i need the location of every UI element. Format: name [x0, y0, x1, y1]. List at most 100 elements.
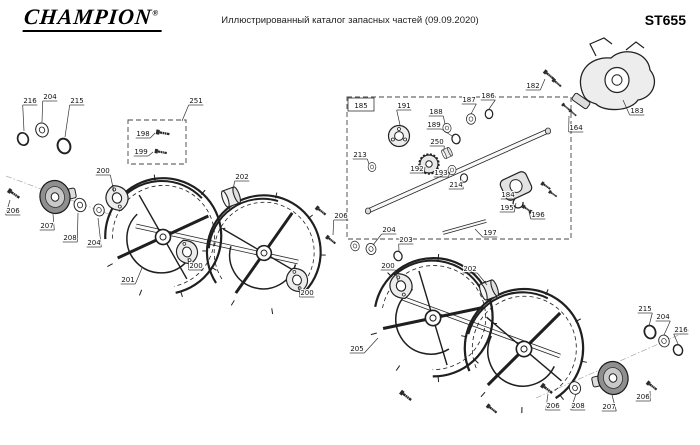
svg-text:182: 182 — [526, 82, 539, 90]
bolt-box-extra-b — [547, 188, 559, 199]
part-label-206: 206 — [5, 199, 21, 216]
part-label-207: 207 — [39, 213, 55, 231]
part-label-201: 201 — [120, 267, 143, 285]
washer-204-left — [33, 120, 51, 140]
part-label-186: 186 — [480, 91, 496, 110]
svg-text:206: 206 — [334, 212, 348, 220]
part-label-182: 182 — [525, 78, 546, 91]
part-label-208: 208 — [62, 212, 79, 243]
part-label-183: 183 — [622, 99, 645, 116]
svg-text:202: 202 — [235, 173, 248, 181]
catalog-title: Иллюстрированный каталог запасных частей… — [221, 15, 479, 26]
svg-text:205: 205 — [350, 345, 363, 353]
ring-216-left — [15, 130, 31, 148]
gearbox-183 — [571, 37, 655, 111]
svg-text:207: 207 — [40, 222, 53, 230]
svg-text:207: 207 — [602, 403, 615, 411]
auger-assembly-2 — [189, 178, 340, 331]
part-label-196: 196 — [528, 210, 546, 220]
part-label-251: 251 — [181, 96, 204, 122]
svg-text:187: 187 — [462, 96, 475, 104]
svg-text:164: 164 — [569, 124, 583, 132]
svg-text:193: 193 — [434, 169, 447, 177]
washer-204-right — [656, 333, 672, 349]
svg-text:184: 184 — [501, 191, 515, 199]
hub-208-right — [567, 379, 583, 397]
part-label-205: 205 — [349, 337, 379, 354]
svg-text:185: 185 — [354, 102, 367, 110]
part-label-204: 204 — [41, 92, 58, 123]
washer-188 — [441, 122, 453, 134]
svg-text:199: 199 — [134, 148, 147, 156]
bolt-182-a — [541, 68, 556, 82]
ring-203-mid — [392, 249, 404, 263]
auger-axle-right — [401, 295, 561, 359]
part-label-187: 187 — [461, 95, 477, 115]
part-label-202: 202 — [462, 264, 488, 286]
auger-assembly-4 — [454, 279, 595, 422]
svg-text:216: 216 — [674, 326, 688, 334]
svg-text:186: 186 — [481, 92, 495, 100]
svg-text:197: 197 — [483, 229, 496, 237]
svg-text:200: 200 — [189, 262, 202, 270]
part-label-200: 200 — [187, 257, 204, 271]
svg-text:201: 201 — [121, 276, 134, 284]
part-label-164: 164 — [568, 115, 584, 133]
svg-text:200: 200 — [96, 167, 109, 175]
part-label-206: 206 — [332, 211, 349, 236]
svg-text:202: 202 — [463, 265, 476, 273]
part-label-206: 206 — [545, 393, 561, 411]
part-label-204: 204 — [655, 312, 671, 336]
auger-shaft — [364, 127, 552, 215]
part-label-213: 213 — [352, 150, 370, 165]
svg-text:204: 204 — [43, 93, 57, 101]
svg-text:189: 189 — [427, 121, 440, 129]
svg-text:250: 250 — [430, 138, 443, 146]
svg-text:203: 203 — [399, 236, 412, 244]
sleeve-250 — [440, 146, 454, 160]
part-label-188: 188 — [428, 107, 446, 125]
washer-mid-1 — [349, 239, 361, 253]
part-label-216: 216 — [673, 325, 689, 345]
svg-text:208: 208 — [571, 402, 584, 410]
part-label-207: 207 — [601, 394, 617, 412]
part-label-184: 184 — [500, 189, 516, 200]
part-label-215: 215 — [64, 96, 85, 138]
hardware-251-box — [127, 119, 187, 165]
part-label-203: 203 — [398, 235, 414, 253]
part-label-250: 250 — [429, 137, 445, 151]
bolt-206-mid — [324, 233, 338, 247]
washer-187 — [466, 113, 476, 125]
page-header: CHAMPION® Иллюстрированный каталог запас… — [0, 0, 700, 36]
part-label-191: 191 — [396, 101, 412, 126]
svg-text:196: 196 — [531, 211, 545, 219]
svg-text:183: 183 — [630, 107, 643, 115]
svg-text:208: 208 — [63, 234, 76, 242]
part-label-197: 197 — [474, 228, 498, 238]
svg-text:200: 200 — [300, 289, 313, 297]
part-label-216: 216 — [22, 96, 38, 132]
part-label-215: 215 — [637, 304, 653, 327]
assembly-185-tag — [347, 97, 375, 112]
bolt-199 — [153, 147, 169, 157]
svg-text:188: 188 — [429, 108, 442, 116]
svg-text:215: 215 — [70, 97, 83, 105]
svg-text:204: 204 — [656, 313, 670, 321]
assembly-185-box — [346, 96, 572, 240]
part-label-198: 198 — [135, 129, 156, 139]
part-label-206: 206 — [635, 390, 651, 402]
svg-text:251: 251 — [189, 97, 202, 105]
washer-193 — [447, 165, 457, 175]
ring-215-left — [54, 135, 74, 157]
bolt-182-b — [550, 76, 564, 89]
svg-text:204: 204 — [382, 226, 396, 234]
svg-text:206: 206 — [6, 207, 20, 215]
bearing-flange-191 — [387, 124, 411, 148]
svg-text:198: 198 — [136, 130, 149, 138]
part-label-202: 202 — [232, 172, 250, 191]
shaft-197 — [442, 219, 487, 235]
bolt-box-extra-a — [539, 180, 553, 192]
bolt-164-a — [560, 101, 572, 113]
part-label-195: 195 — [499, 202, 517, 213]
